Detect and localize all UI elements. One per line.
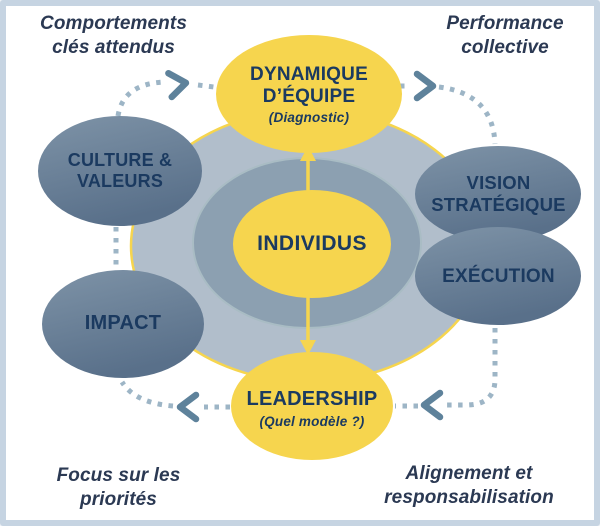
dynamique-ellipse: [216, 35, 402, 153]
chevron-left-icon: [420, 389, 444, 421]
leadership-ellipse: [231, 352, 393, 460]
flow-arc-leadership-to-impact: [119, 380, 174, 409]
dynamique-title: DYNAMIQUE D’ÉQUIPE: [250, 63, 368, 108]
caption-performance: Performance collective: [446, 13, 564, 59]
vision-label: VISION STRATÉGIQUE: [431, 172, 566, 215]
leadership-title: LEADERSHIP: [246, 388, 378, 411]
chevron-left-icon: [176, 391, 200, 423]
impact-ellipse: [42, 270, 204, 378]
flow-arc-dynamique-to-vision: [438, 84, 498, 145]
culture-label: CULTURE & VALEURS: [67, 149, 173, 191]
dotted-flow-paths: [113, 79, 498, 410]
diagram-shapes: [38, 35, 581, 460]
arrow-head-up: [300, 146, 316, 161]
vision-ellipse: [415, 146, 581, 242]
caption-focus: Focus sur les priorités: [56, 465, 181, 511]
chevron-right-icon: [165, 69, 190, 101]
execution-label: EXÉCUTION: [442, 265, 555, 287]
flow-arc-culture-to-dynamique: [115, 79, 165, 117]
caption-comportements: Comportements clés attendus: [40, 13, 187, 59]
impact-label: IMPACT: [84, 312, 162, 335]
dynamique-subtitle: (Diagnostic): [268, 110, 350, 126]
flow-chevrons: [165, 69, 444, 423]
culture-ellipse: [38, 116, 202, 226]
chevron-right-icon: [413, 70, 437, 102]
execution-ellipse: [415, 227, 581, 325]
dynamique-label: DYNAMIQUE D’ÉQUIPE (Diagnostic): [209, 58, 409, 132]
individus-label: INDIVIDUS: [257, 231, 367, 255]
individus-ellipse: [233, 190, 391, 298]
caption-alignement: Alignement et responsabilisation: [384, 463, 554, 509]
flow-arc-execution-to-leadership: [447, 328, 498, 408]
flow-dots-into-dynamique: [197, 82, 223, 91]
leadership-subtitle: (Quel modèle ?): [259, 413, 365, 429]
leadership-label: LEADERSHIP (Quel modèle ?): [222, 386, 402, 432]
arrow-head-down: [300, 340, 316, 355]
